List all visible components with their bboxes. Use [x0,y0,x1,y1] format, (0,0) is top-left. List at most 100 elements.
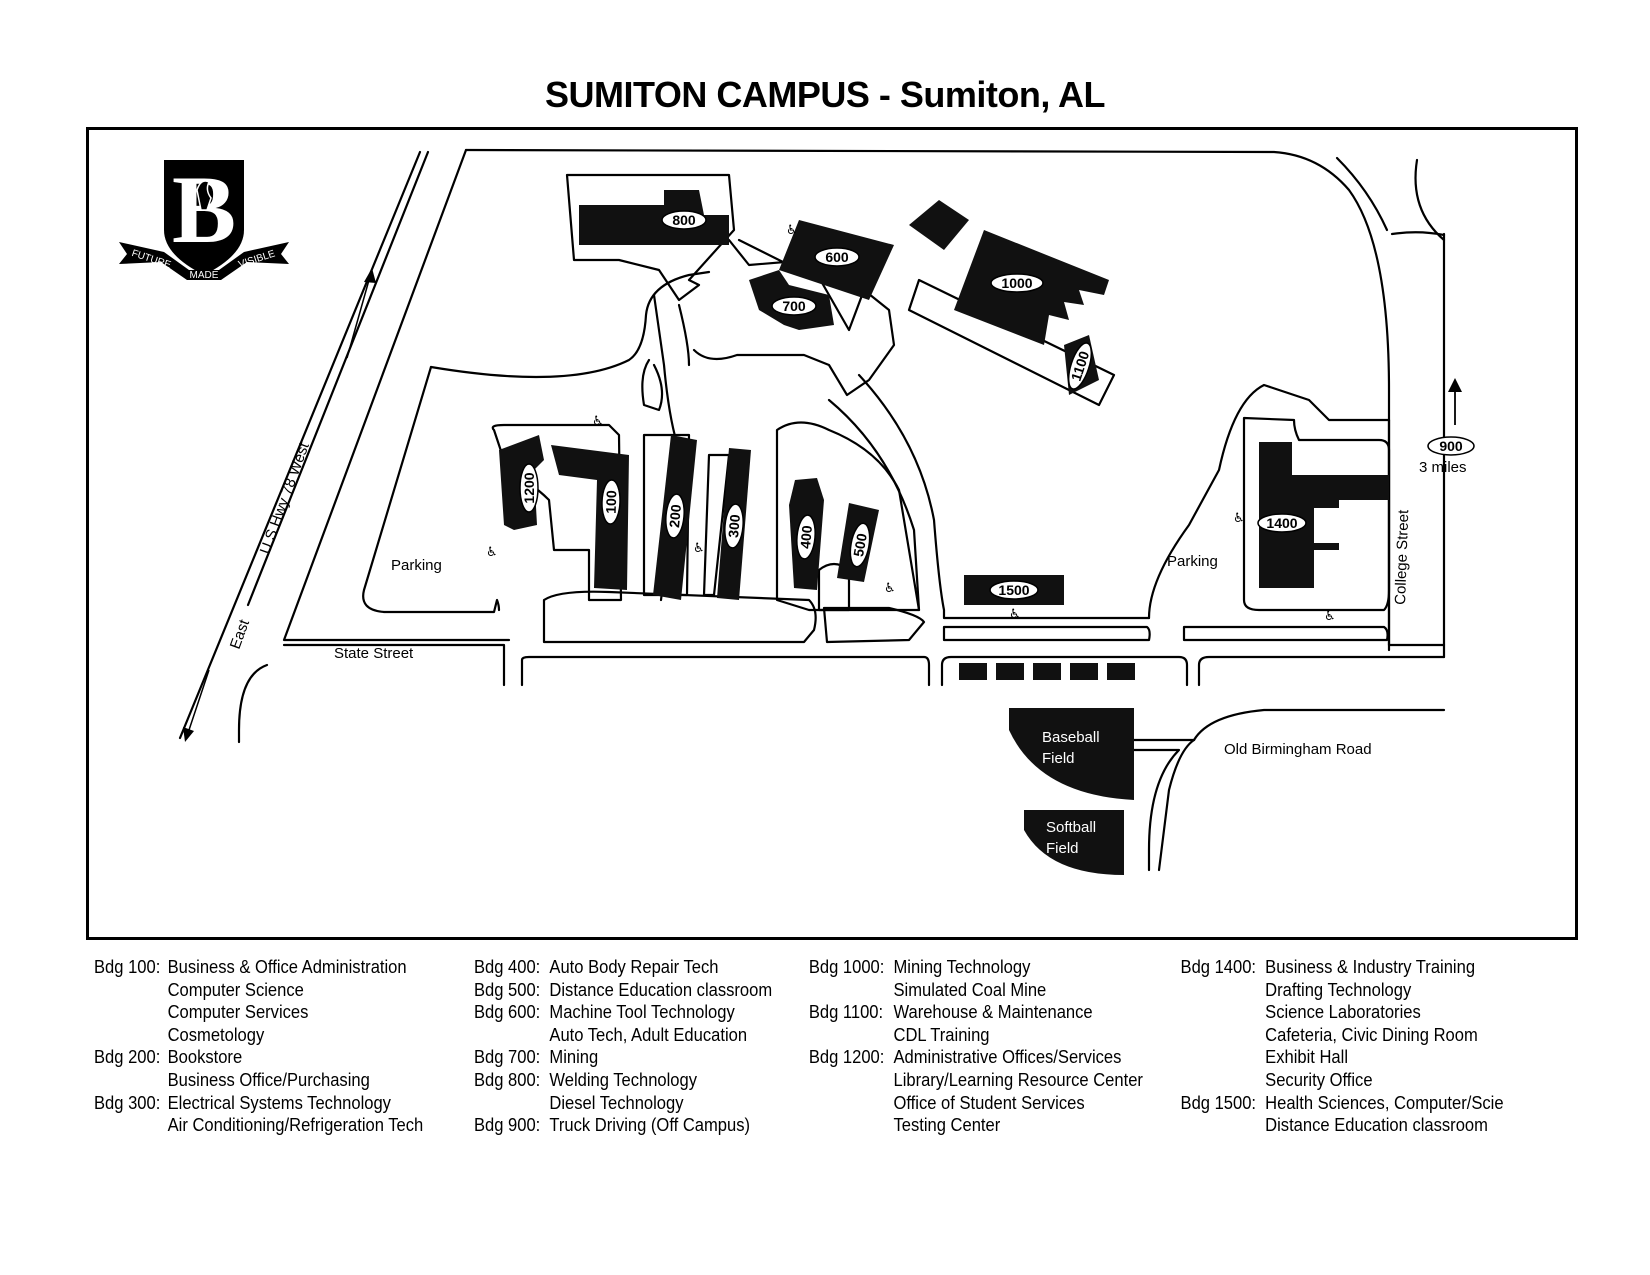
legend-building-use: Testing Center [893,1115,1001,1136]
parking-left-outline [362,365,501,614]
legend-building-key: Bdg 900: [473,1115,541,1136]
legend-building-use: Diesel Technology [549,1092,684,1113]
building-label-900: 900 [1427,436,1475,456]
legend-row: Business Office/Purchasing [94,1069,370,1092]
old-birmingham-road-spur [1132,748,1181,872]
legend-building-key: Bdg 400: [473,957,541,977]
svg-text:900: 900 [1439,438,1463,454]
building-label-300: 300 [724,503,744,549]
legend-building-use: Science Laboratories [1265,1002,1421,1023]
legend-building-key: Bdg 1200: [808,1047,885,1068]
legend-building-use: Welding Technology [549,1069,698,1090]
legend-building-use: Exhibit Hall [1265,1047,1349,1068]
legend-building-use: Distance Education classroom [549,979,773,1000]
lot-strip-1400 [1182,625,1389,642]
building-label-500: 500 [849,522,871,568]
legend-row: Bdg 300: Electrical Systems Technology [94,1092,391,1115]
svg-text:1400: 1400 [1266,515,1297,531]
legend-building-use: Administrative Offices/Services [893,1047,1122,1068]
building-label-800: 800 [661,210,707,230]
legend-building-use: Mining Technology [893,957,1031,977]
legend-row: Bdg 800:Welding Technology [474,1069,697,1092]
svg-text:300: 300 [725,513,743,538]
state-street-north-edge [282,643,506,687]
svg-text:600: 600 [825,249,849,265]
state-street-south-block-2 [940,655,1189,687]
legend-building-use: Computer Services [167,1002,309,1023]
softball-field-label-1: Softball [1046,819,1096,836]
legend-row: Bdg 1400:Business & Industry Training [1181,956,1476,979]
old-birmingham-road-label: Old Birmingham Road [1224,741,1372,758]
storage-unit [1107,663,1135,680]
perimeter-road-outer [464,148,1391,652]
legend-building-use: Computer Science [167,979,304,1000]
logo-ribbon-middle: MADE [190,270,219,281]
baseball-field-label-1: Baseball [1042,729,1100,746]
legend-building-use: Library/Learning Resource Center [893,1069,1143,1090]
svg-text:400: 400 [797,524,815,549]
building-label-400: 400 [796,514,816,560]
legend-building-key: Bdg 700: [473,1047,541,1068]
legend-row: Computer Science [94,979,304,1002]
building-label-600: 600 [814,247,860,267]
legend-row: Bdg 1500:Health Sciences, Computer/Scie [1181,1092,1504,1115]
center-drive [857,373,1151,620]
building-label-1000: 1000 [990,273,1044,293]
college-logo: B FUTURE MADE VISIBLE [119,156,289,281]
bldg-1400-lot [1242,416,1391,612]
building-small-north [909,200,969,250]
legend-building-key: Bdg 500: [473,979,541,1000]
highway-edge-east [282,148,511,642]
storage-unit [959,663,987,680]
building-label-200: 200 [665,493,685,539]
accessible-parking-icon: ♿ [1009,607,1021,622]
legend-building-use: Business & Office Administration [167,957,407,977]
legend-building-use: Electrical Systems Technology [167,1092,391,1113]
legend-building-key: Bdg 300: [94,1092,161,1113]
college-street-label: College Street [1392,509,1412,605]
legend-building-use: Business Office/Purchasing [167,1069,370,1090]
highway-label: U.S Hwy 78 West [257,440,313,557]
legend-building-use: Machine Tool Technology [549,1002,735,1023]
legend-row: Simulated Coal Mine [809,979,1046,1002]
building-label-1200: 1200 [519,463,539,513]
legend-building-use: Mining [549,1047,599,1068]
legend-row: Bdg 1100:Warehouse & Maintenance [809,1001,1093,1024]
legend-row: Computer Services [94,1001,309,1024]
legend-building-use: Cafeteria, Civic Dining Room [1265,1024,1478,1045]
legend-building-key: Bdg 1000: [808,957,885,977]
svg-text:500: 500 [850,532,870,558]
torch-b-shield-icon: B [164,156,244,275]
legend-row: Bdg 900: Truck Driving (Off Campus) [473,1114,750,1137]
legend-row: Security Office [1181,1069,1372,1092]
bldg-800-pad [565,173,736,302]
bldg-400-lot [775,421,921,612]
highway-ramp [237,663,269,744]
legend-row: Exhibit Hall [1181,1046,1348,1069]
legend-building-use: Simulated Coal Mine [893,979,1047,1000]
building-legend: Bdg 100: Business & Office Administration… [94,956,1504,1156]
distance-label: 3 miles [1419,459,1467,476]
bldg-300-strip [702,453,731,597]
direction-arrow-icon [183,268,376,742]
drop-off-island [641,358,664,412]
svg-text:200: 200 [666,503,684,528]
north-walk [907,278,1116,407]
legend-row: Distance Education classroom [1181,1114,1488,1137]
legend-row: Bdg 200:Bookstore [94,1046,242,1069]
state-street-south-block-3 [1197,655,1446,687]
accessible-parking-icon: ♿ [693,541,705,556]
softball-field-label-2: Field [1046,840,1079,857]
legend-row: Library/Learning Resource Center [809,1069,1142,1092]
legend-row: Drafting Technology [1181,979,1411,1002]
legend-building-use: Truck Driving (Off Campus) [549,1115,751,1136]
legend-building-key: Bdg 100: [94,957,161,977]
building-1400-courtyard [1314,508,1346,543]
center-drive-inner [827,398,921,612]
svg-text:700: 700 [782,298,806,314]
right-drive [1147,383,1391,620]
highway-edge-mid [246,150,430,607]
legend-row: Testing Center [809,1114,1000,1137]
accessible-parking-icon: ♿ [592,414,604,429]
